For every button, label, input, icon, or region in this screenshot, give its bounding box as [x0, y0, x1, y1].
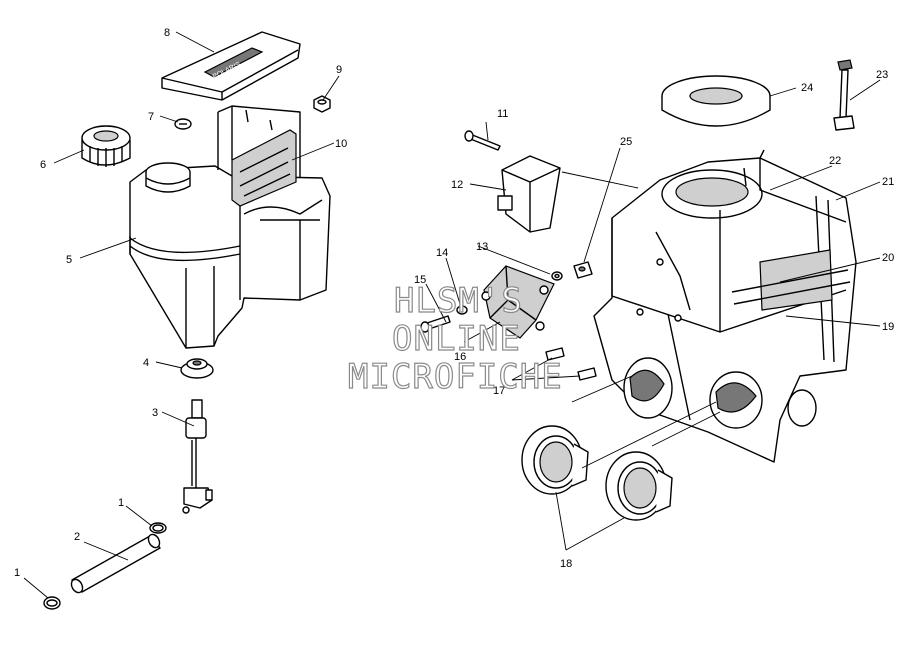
label-part-2: 2 [74, 531, 80, 543]
screw-part-15 [420, 315, 451, 333]
label-part-4: 4 [143, 357, 149, 369]
label-part-5: 5 [66, 254, 72, 266]
intake-boot-part-18-left [521, 425, 589, 495]
filter-element-part-10 [231, 129, 297, 207]
bolt-part-11 [464, 130, 501, 151]
label-part-6: 6 [40, 159, 46, 171]
leader-lines [23, 31, 881, 599]
nut-part-9 [313, 95, 331, 113]
tank-cap-part-6 [81, 125, 131, 167]
label-part-12: 12 [451, 179, 463, 191]
label-part-19: 19 [882, 321, 894, 333]
label-part-21: 21 [882, 176, 894, 188]
label-part-18: 18 [560, 558, 572, 570]
fastener-part-14 [456, 305, 468, 315]
label-part-24: 24 [801, 82, 813, 94]
airbox-part-22 [593, 149, 857, 463]
strap-part-23 [833, 59, 855, 131]
label-part-23: 23 [876, 69, 888, 81]
label-part-17: 17 [493, 385, 505, 397]
grommet-part-4 [180, 358, 214, 379]
label-part-11: 11 [497, 108, 508, 120]
label-part-16: 16 [454, 351, 466, 363]
watermark: HLSM'S ONLINE MICROFICHE [347, 280, 563, 397]
label-part-3: 3 [152, 407, 158, 419]
oil-pickup-part-3 [182, 399, 213, 514]
tank-cover-part-8: POLARIS [161, 31, 301, 101]
watermark-line-2: ONLINE [392, 319, 521, 359]
washer-part-13 [551, 271, 563, 281]
label-part-25: 25 [620, 136, 632, 148]
intake-boot-part-18-right [605, 451, 673, 521]
label-part-20: 20 [882, 252, 894, 264]
label-part-10: 10 [335, 138, 347, 150]
label-part-14: 14 [436, 247, 448, 259]
bushing-part-25 [573, 261, 593, 279]
part-labels: 8 9 7 10 6 5 4 3 1 2 1 11 12 13 14 15 16… [14, 27, 894, 579]
label-part-13: 13 [476, 241, 488, 253]
screw-part-7 [174, 118, 192, 130]
ignition-coil-part-16 [481, 265, 555, 339]
fitting-part-17 [545, 347, 597, 381]
label-part-22: 22 [829, 155, 841, 167]
foam-ring-part-24 [661, 75, 771, 127]
watermark-line-3: MICROFICHE [348, 357, 563, 397]
hose-clamp-part-1-upper [149, 522, 167, 534]
oil-hose-part-2 [70, 533, 161, 594]
cdi-box-part-12 [497, 155, 561, 233]
hose-clamp-part-1-lower [43, 596, 61, 610]
watermark-line-1: HLSM'S [394, 281, 523, 321]
label-part-1-lower: 1 [14, 567, 20, 579]
label-part-9: 9 [336, 64, 342, 76]
label-part-1-upper: 1 [118, 497, 124, 509]
oil-tank-part-5 [129, 105, 331, 349]
label-part-8: 8 [164, 27, 170, 39]
label-part-7: 7 [148, 111, 154, 123]
label-part-15: 15 [414, 274, 426, 286]
